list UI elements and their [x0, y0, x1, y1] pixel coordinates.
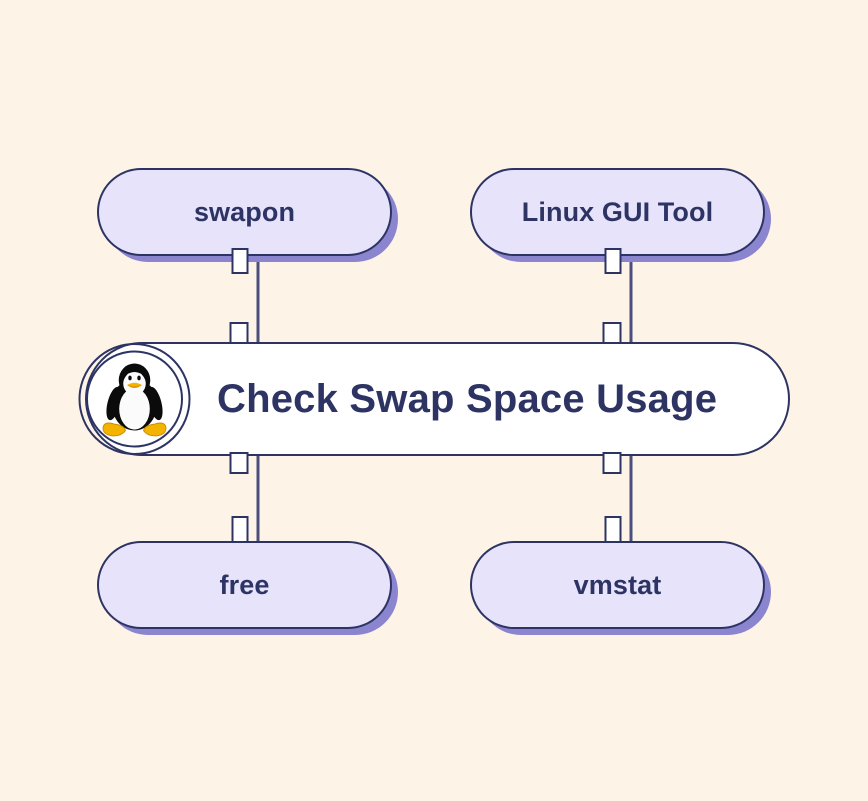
- connector-endpoint-block: [231, 248, 249, 274]
- connector-center-to-free: [248, 452, 268, 544]
- connector-line: [629, 248, 633, 348]
- center-node-title: Check Swap Space Usage: [217, 376, 718, 421]
- connector-line: [629, 452, 633, 544]
- node-free-label: free: [219, 569, 270, 600]
- connector-swapon-to-center: [248, 248, 268, 348]
- connector-endpoint-block: [602, 322, 622, 344]
- connector-center-to-vmstat: [621, 452, 641, 544]
- node-check-swap-space-usage[interactable]: Check Swap Space Usage: [85, 342, 790, 456]
- connector-endpoint-block: [602, 452, 622, 474]
- node-vmstat[interactable]: vmstat: [470, 541, 765, 629]
- node-linux-gui-tool[interactable]: Linux GUI Tool: [470, 168, 765, 256]
- node-vmstat-label: vmstat: [573, 569, 662, 600]
- node-swapon[interactable]: swapon: [97, 168, 392, 256]
- connector-line: [256, 452, 260, 544]
- connector-endpoint-block: [604, 516, 622, 543]
- node-swapon-label: swapon: [193, 196, 296, 227]
- connector-endpoint-block: [229, 452, 249, 474]
- node-linux-gui-tool-label: Linux GUI Tool: [521, 196, 714, 227]
- connector-line: [256, 248, 260, 348]
- connector-endpoint-block: [231, 516, 249, 543]
- linux-tux-icon: [77, 341, 192, 457]
- connector-endpoint-block: [604, 248, 622, 274]
- node-free[interactable]: free: [97, 541, 392, 629]
- connector-endpoint-block: [229, 322, 249, 344]
- connector-linux-gui-tool-to-center: [621, 248, 641, 348]
